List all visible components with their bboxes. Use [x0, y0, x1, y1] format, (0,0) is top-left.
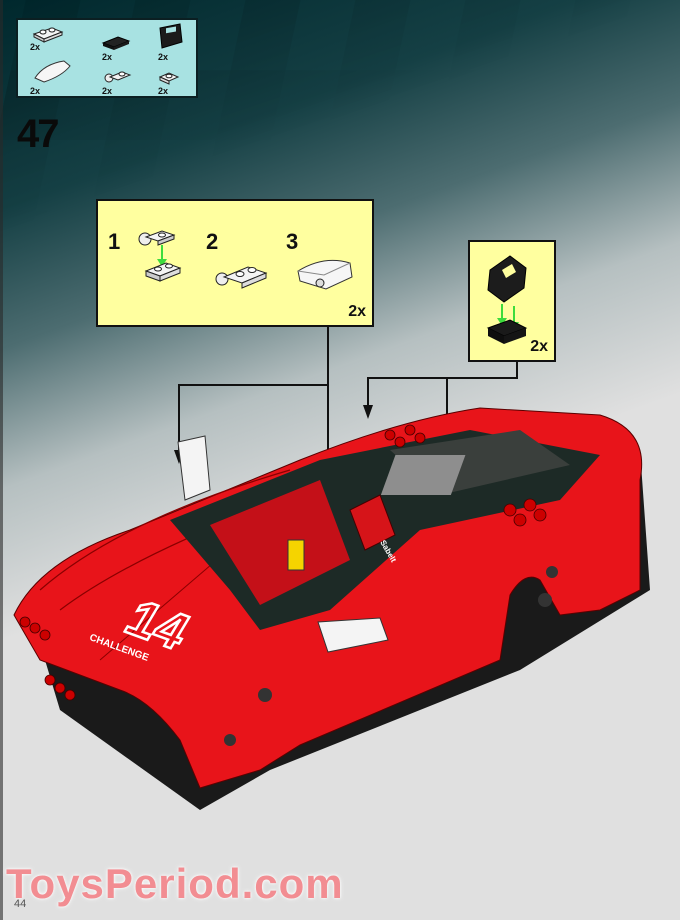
substep-number: 2	[206, 229, 219, 254]
pointer-line	[178, 384, 180, 452]
watermark: ToysPeriod.com	[6, 860, 344, 907]
car-model-illustration: 14 CHALLENGE Sabelt	[13, 407, 650, 810]
step-number: 47	[17, 112, 59, 156]
substep-number: 1	[108, 229, 121, 254]
black-handle-tile-icon	[159, 23, 183, 49]
substep-1-assembly-icon	[138, 230, 182, 282]
substep-3-assembly-icon	[297, 259, 353, 290]
part-qty: 2x	[30, 86, 41, 96]
subassembly-callout-2: 2x	[468, 240, 556, 362]
part-qty: 2x	[102, 86, 113, 96]
page-edge	[0, 0, 3, 920]
part-qty: 2x	[158, 52, 169, 62]
substep-2-assembly-icon	[215, 266, 268, 289]
black-plate-icon	[101, 36, 131, 50]
subassembly-quantity: 2x	[348, 303, 366, 320]
clip-plate-icon	[104, 71, 132, 83]
part-qty: 2x	[102, 52, 113, 62]
pointer-line	[367, 377, 518, 379]
part-qty: 2x	[30, 42, 41, 52]
pointer-line	[516, 362, 518, 378]
white-curved-slope-icon	[34, 60, 71, 83]
parts-list-box: 2x 2x 2x 2x 2x 2x	[16, 18, 198, 98]
page-number: 44	[14, 898, 27, 910]
substep-number: 3	[286, 229, 299, 254]
small-white-plate-icon	[158, 72, 180, 85]
part-qty: 2x	[158, 86, 169, 96]
pointer-line	[178, 384, 328, 386]
subassembly-callout-1: 1 2 3 2x	[96, 199, 374, 327]
arrow-down-icon	[363, 405, 373, 419]
plate-with-clip-icon	[32, 27, 64, 43]
subassembly-quantity: 2x	[530, 338, 548, 355]
pointer-line	[367, 377, 369, 407]
arrow-down-icon	[174, 450, 184, 464]
handle-tile-assembly-icon	[486, 255, 528, 344]
